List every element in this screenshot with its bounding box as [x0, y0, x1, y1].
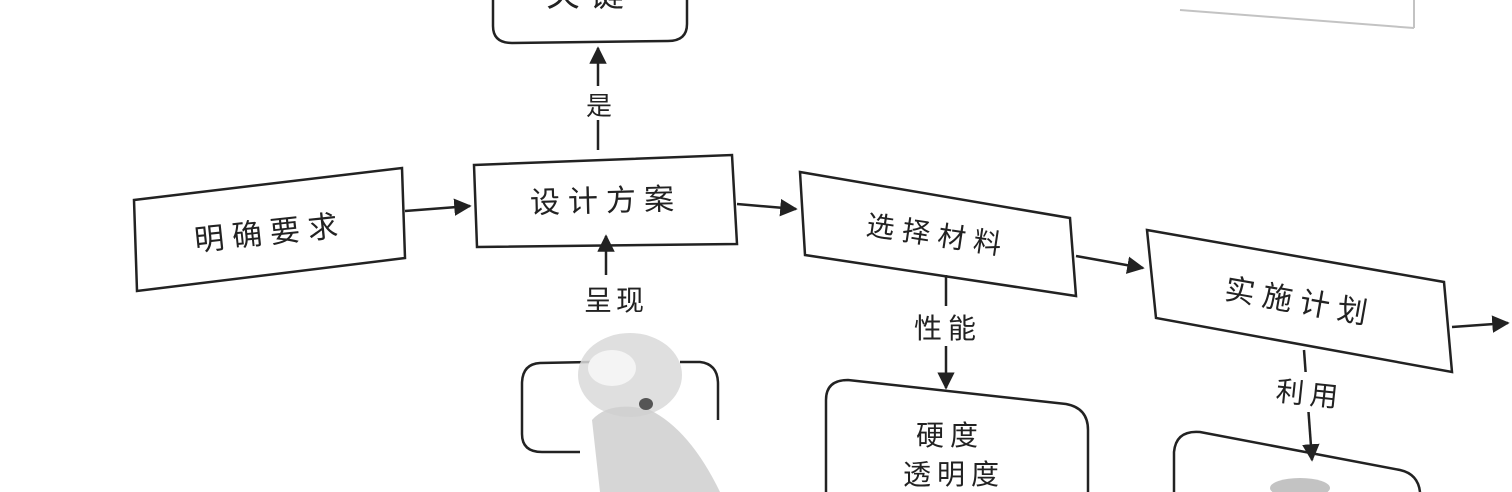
edge-label-performance: 性能 — [914, 312, 982, 345]
occluding-figure — [578, 333, 720, 492]
arrow-design-to-select — [736, 198, 798, 217]
node-design-plan-label: 设计方案 — [530, 182, 683, 221]
node-select-materials-label: 选择材料 — [864, 209, 1011, 263]
edge-label-utilize: 利用 — [1274, 375, 1345, 415]
node-present-source — [520, 360, 720, 454]
edge-label-present: 呈现 — [584, 284, 648, 317]
node-implement-plan-label: 实施计划 — [1222, 272, 1378, 333]
node-properties-line1: 硬度 — [916, 419, 984, 452]
node-clarify-requirements: 明确要求 — [132, 166, 407, 293]
edge-label-yes: 是 — [586, 92, 612, 122]
node-design-plan: 设计方案 — [472, 153, 739, 249]
arrow-clarify-to-design — [404, 198, 472, 216]
node-properties-line2: 透明度 — [903, 458, 1005, 491]
node-select-materials: 选择材料 — [798, 170, 1078, 298]
top-right-box — [1179, 0, 1415, 29]
node-properties: 硬度 透明度 — [824, 378, 1090, 492]
arrow-select-to-implement — [1075, 254, 1145, 274]
top-box: 关键 — [491, 0, 689, 45]
arrow-implement-to-next — [1451, 315, 1510, 333]
node-utilize-target — [1172, 430, 1422, 492]
node-clarify-requirements-label: 明确要求 — [193, 208, 348, 259]
node-implement-plan: 实施计划 — [1145, 228, 1454, 374]
top-box-label: 关键 — [546, 0, 634, 15]
